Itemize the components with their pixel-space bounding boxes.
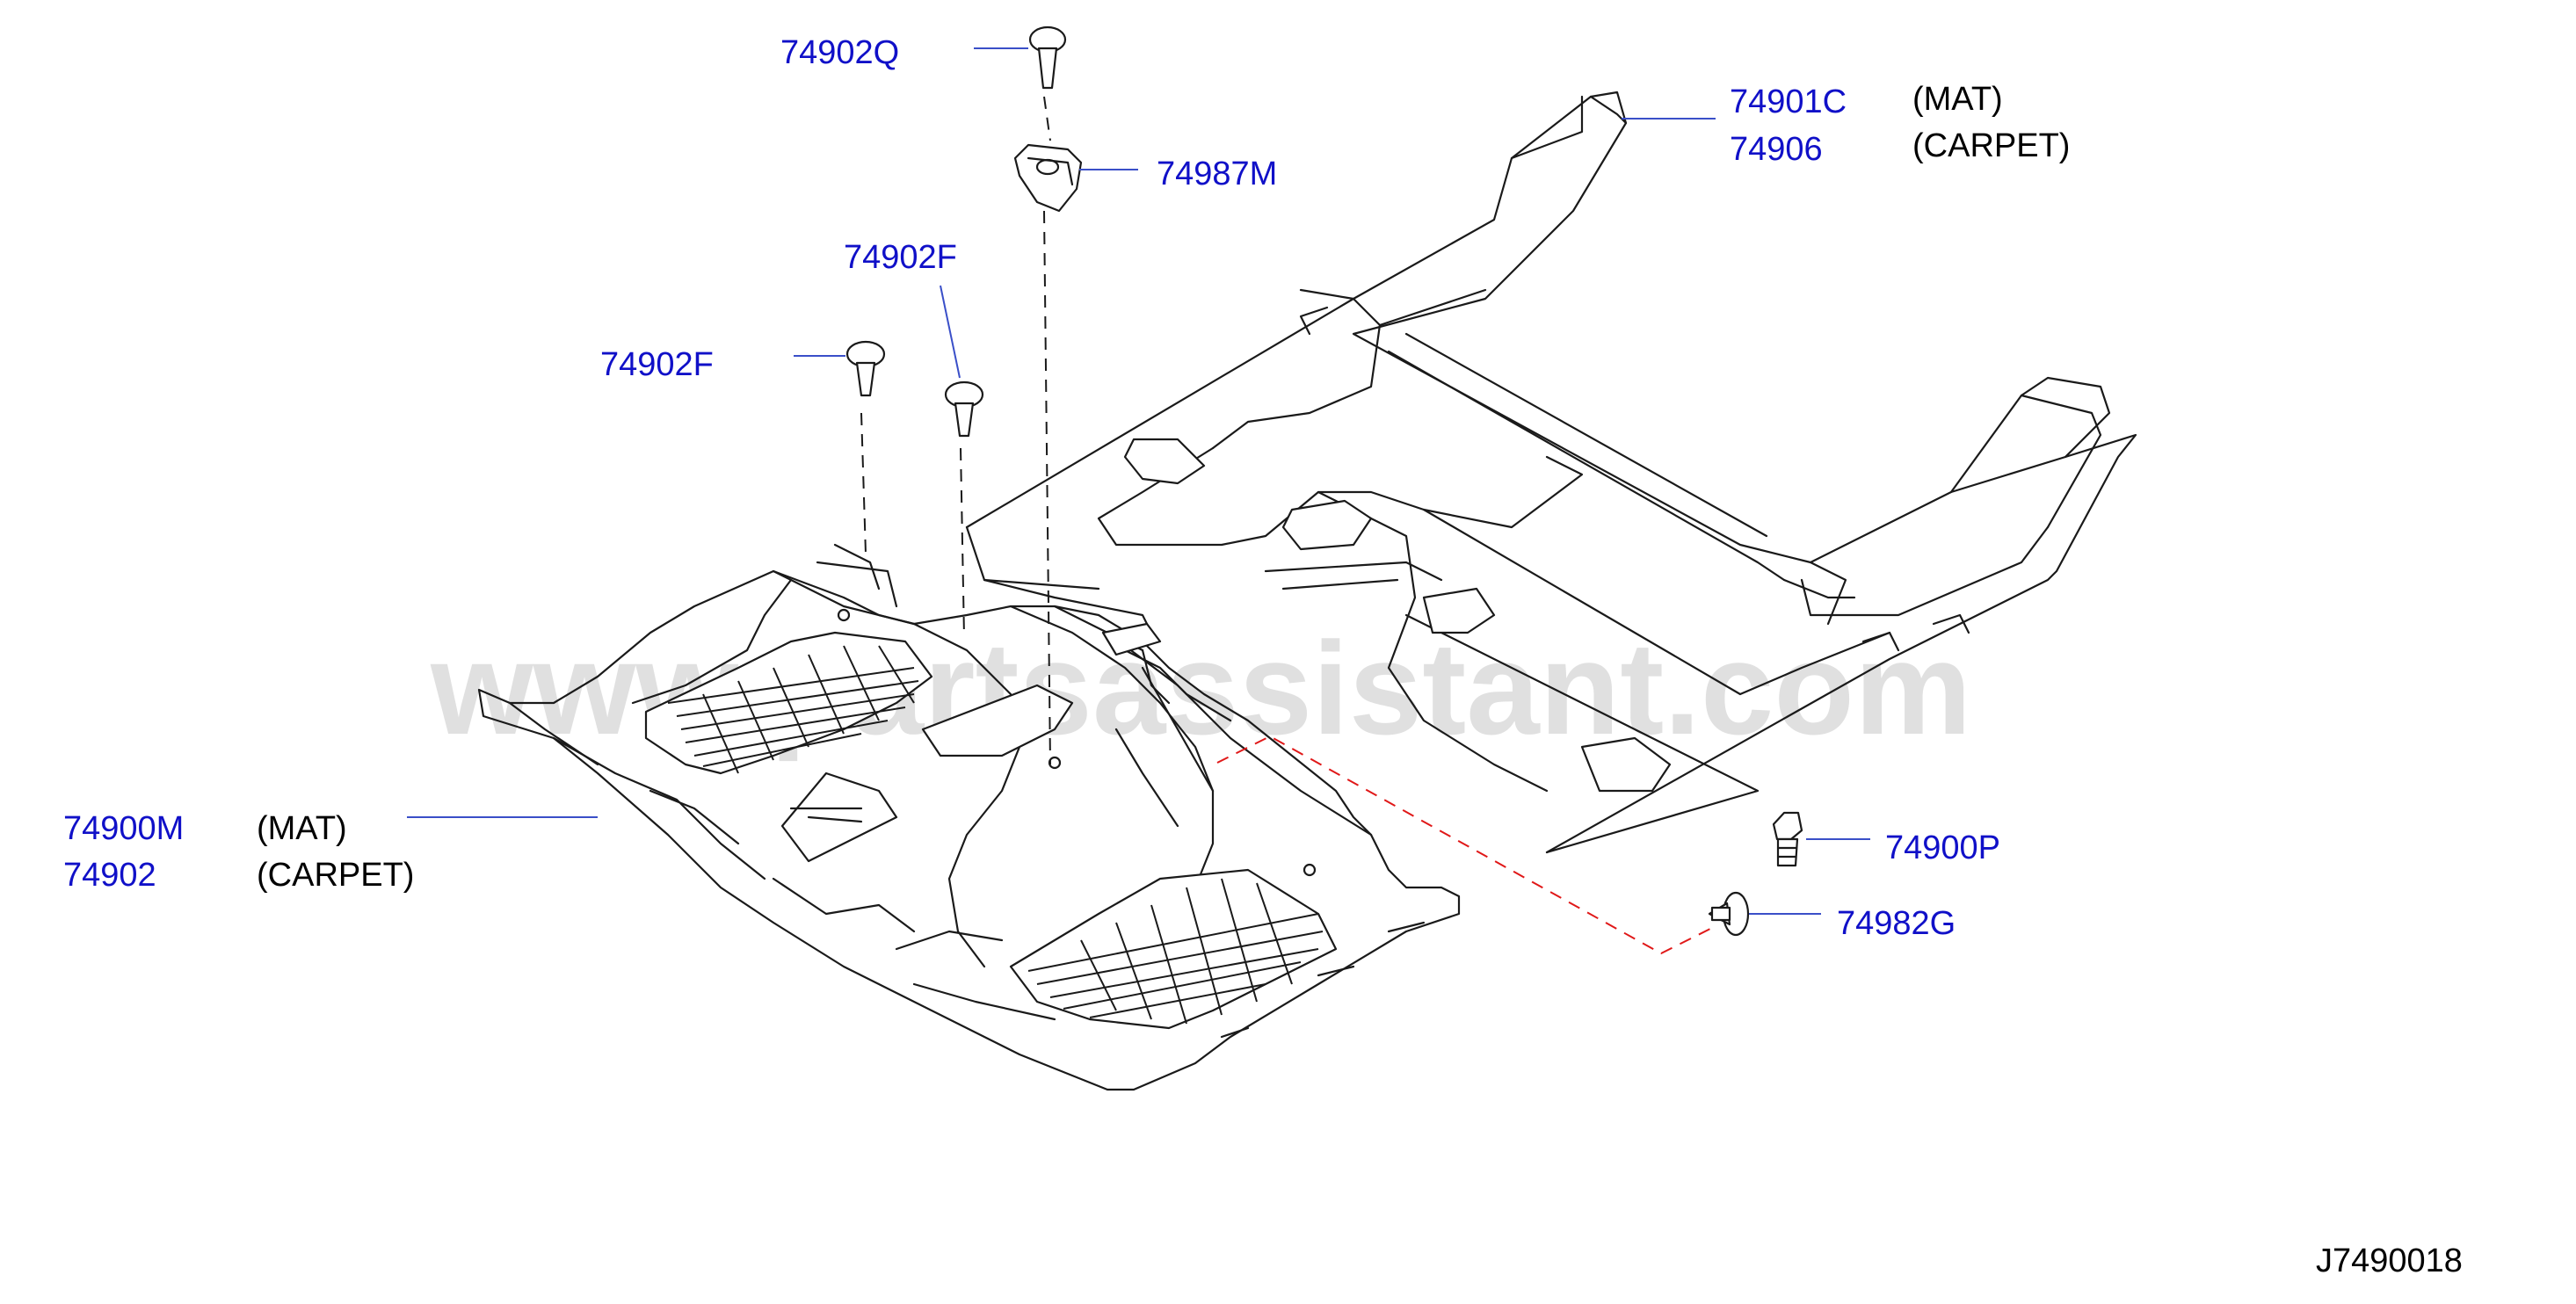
bracket-74987m-icon[interactable] (1013, 143, 1083, 213)
leader-lines (407, 47, 1870, 915)
part-number-74982g[interactable]: 74982G (1837, 905, 1956, 942)
part-number-74902[interactable]: 74902 (63, 857, 156, 894)
part-number-74902f-upper[interactable]: 74902F (844, 239, 957, 276)
clip-74902q-icon[interactable] (1028, 25, 1067, 90)
part-number-74901c[interactable]: 74901C (1730, 83, 1847, 120)
note-carpet-front: (CARPET) (257, 857, 414, 894)
diagram-code: J7490018 (2316, 1242, 2463, 1279)
note-mat-rear: (MAT) (1912, 81, 2003, 118)
install-line-74902q (1043, 96, 1051, 141)
install-line-74902f-right (960, 447, 965, 638)
clip-74902f-left-icon[interactable] (845, 340, 886, 397)
install-line-74987m (1043, 210, 1051, 765)
grommet-74982g-icon[interactable] (1708, 891, 1750, 937)
install-line-74982g (1216, 735, 1715, 955)
part-number-74906[interactable]: 74906 (1730, 131, 1823, 168)
part-number-74900m[interactable]: 74900M (63, 810, 184, 847)
rear-floor-carpet[interactable] (965, 91, 2137, 854)
clip-74902f-right-icon[interactable] (944, 380, 984, 438)
part-number-74902q[interactable]: 74902Q (780, 34, 899, 71)
note-mat-front: (MAT) (257, 810, 347, 847)
note-carpet-rear: (CARPET) (1912, 127, 2070, 164)
part-number-74987m[interactable]: 74987M (1157, 156, 1277, 192)
part-number-74900p[interactable]: 74900P (1885, 829, 2000, 866)
install-line-74902f-left (860, 412, 867, 554)
part-number-74902f-lower[interactable]: 74902F (600, 346, 714, 383)
fastener-74900p-icon[interactable] (1772, 811, 1803, 867)
front-floor-carpet[interactable] (477, 543, 1461, 1091)
